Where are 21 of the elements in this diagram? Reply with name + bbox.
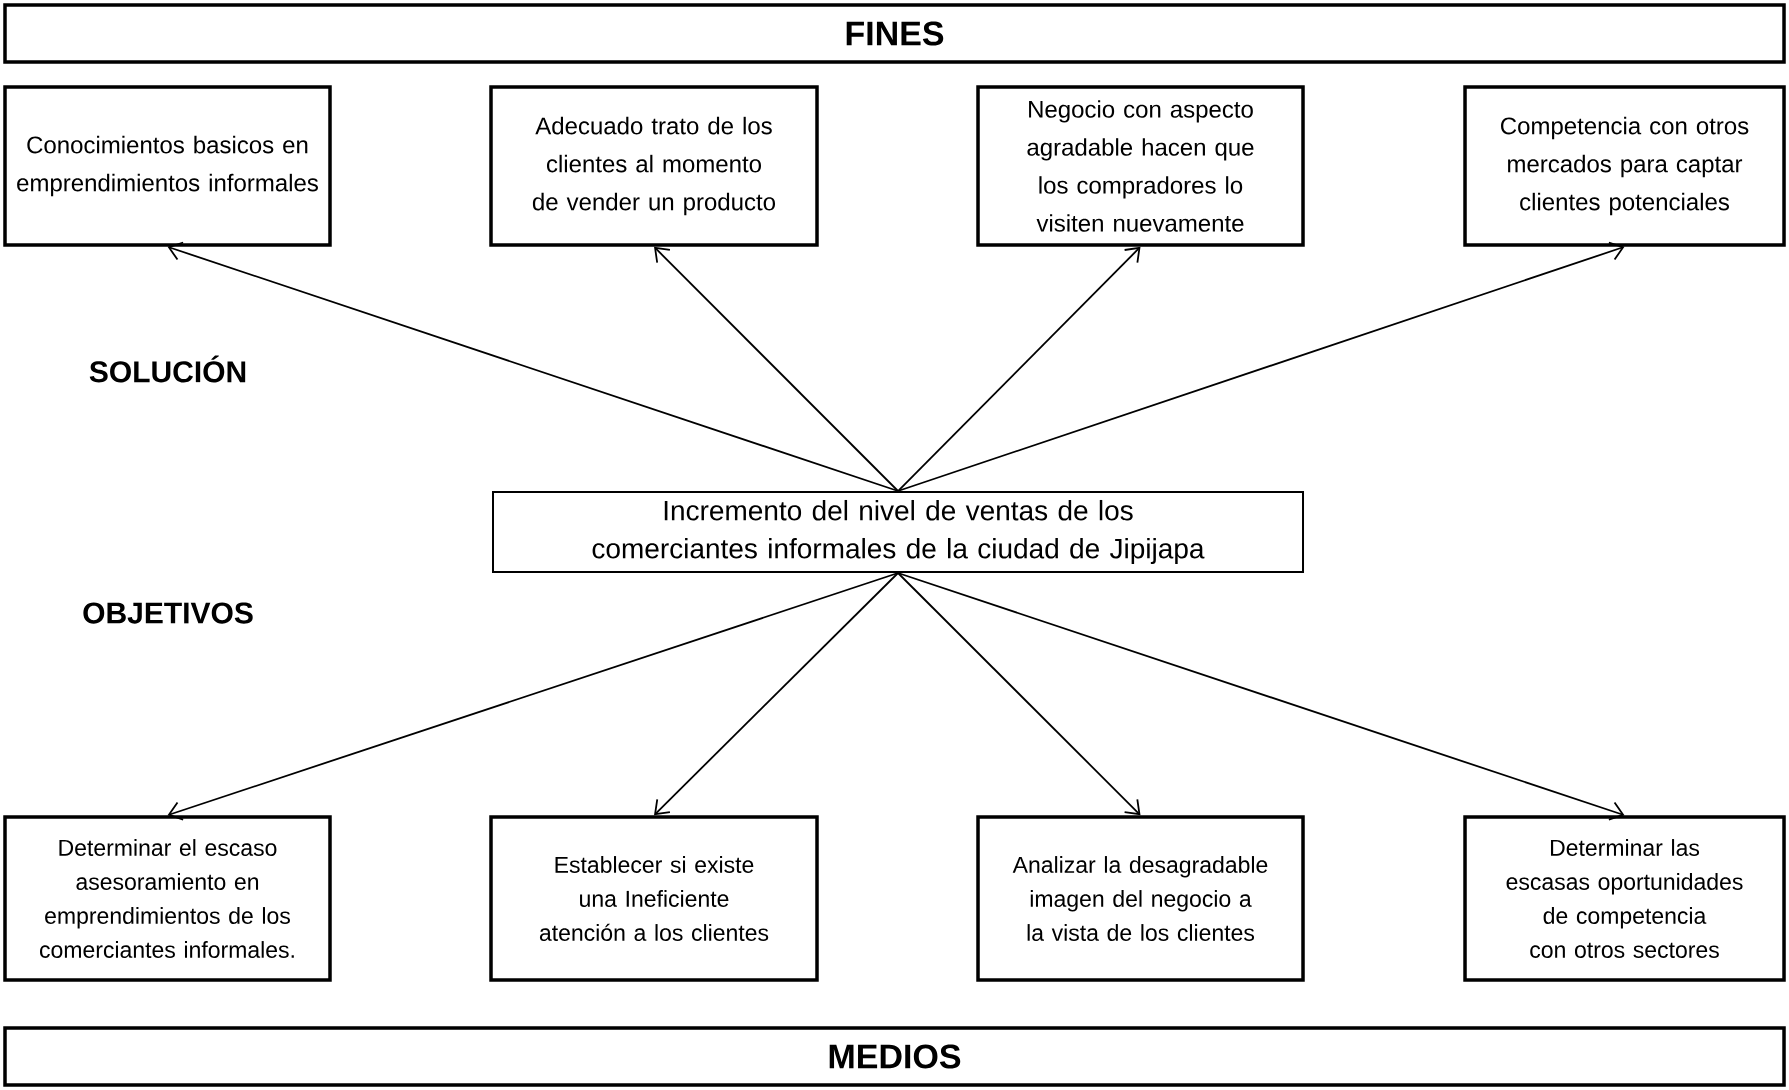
end-box: Adecuado trato de los clientes al momento de vender un producto xyxy=(489,85,819,247)
arrow xyxy=(897,241,1625,492)
arrow xyxy=(654,246,899,492)
arrow xyxy=(654,572,899,816)
means-box: Analizar la desagradable imagen del negocio a la vista de los clientes xyxy=(976,815,1305,982)
section-label: OBJETIVOS xyxy=(83,602,253,624)
means-box: Determinar el escaso asesoramiento en emprendimientos de los comerciantes informales. xyxy=(3,815,332,982)
problem-box: Incremento del nivel de ventas de los comerciantes informales de la ciudad de Jipijapa xyxy=(492,491,1304,573)
arrow xyxy=(897,246,1141,492)
means-box: Determinar las escasas oportunidades de competencia con otros sectores xyxy=(1463,815,1786,982)
heading-band: FINES xyxy=(3,3,1786,64)
end-box: Competencia con otros mercados para captar clientes potenciales xyxy=(1463,85,1786,247)
means-box: Establecer si existe una Ineficiente atención a los clientes xyxy=(489,815,819,982)
end-box: Negocio con aspecto agradable hacen que los compradores lo visiten nuevamente xyxy=(976,85,1305,247)
section-label: SOLUCIÓN xyxy=(89,355,246,383)
arrow xyxy=(897,572,1625,821)
heading-band: MEDIOS xyxy=(3,1026,1786,1087)
end-box: Conocimientos basicos en emprendimientos informales xyxy=(3,85,332,247)
arrow xyxy=(167,241,899,492)
arrow xyxy=(897,572,1141,816)
arrow xyxy=(167,572,899,821)
